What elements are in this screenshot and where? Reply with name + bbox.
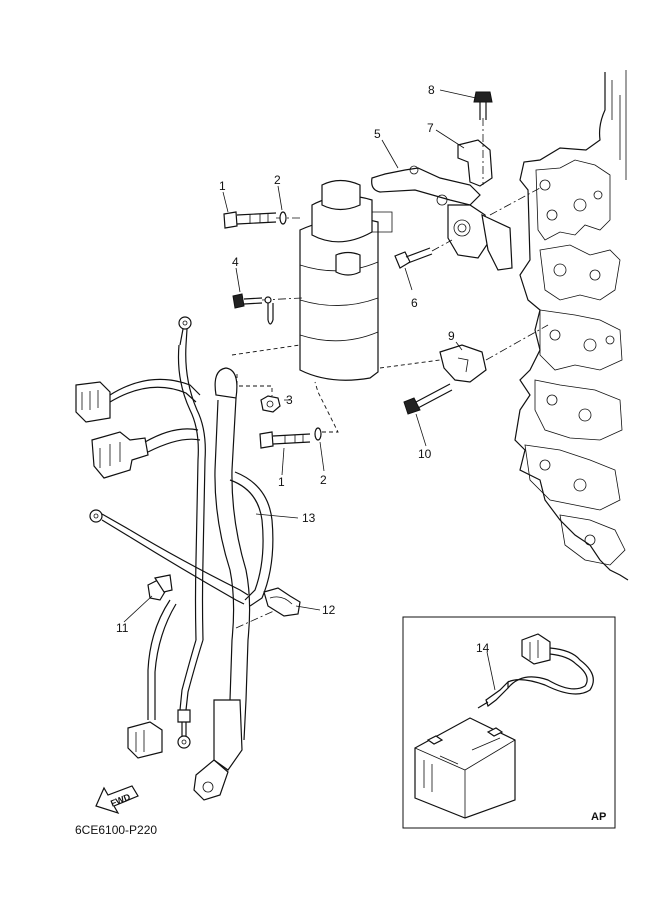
- starter-bracket: [371, 165, 541, 271]
- inset-box: [402, 616, 616, 829]
- terminal-leader: [231, 344, 301, 356]
- callout-4: 4: [232, 255, 239, 269]
- callout-leaders: [123, 89, 496, 691]
- inset-label: AP: [591, 811, 606, 823]
- callout-9: 9: [448, 329, 455, 343]
- callout-8: 8: [428, 83, 435, 97]
- diagram-code: 6CE6100-P220: [75, 823, 157, 837]
- washer-2-upper: [279, 211, 287, 225]
- clamp-11: [147, 574, 173, 601]
- callout-1-upper: 1: [219, 179, 226, 193]
- starter-motor: [299, 179, 393, 381]
- callout-7: 7: [427, 121, 434, 135]
- nut-3: [236, 374, 281, 413]
- bracket-7: [457, 118, 493, 187]
- callout-2-lower: 2: [320, 473, 327, 487]
- callout-3: 3: [286, 393, 293, 407]
- wire-harness-13: [75, 316, 277, 801]
- bolt-10: [403, 383, 453, 415]
- callout-2-upper: 2: [274, 173, 281, 187]
- bolt-1-upper: [223, 211, 302, 229]
- callout-6: 6: [411, 296, 418, 310]
- callout-5: 5: [374, 127, 381, 141]
- callout-10: 10: [418, 447, 432, 461]
- fwd-arrow-icon: [95, 785, 139, 815]
- bolt-1-lower: [259, 431, 311, 449]
- clamp-12: [263, 587, 301, 617]
- clamp-9: [379, 324, 549, 383]
- callout-13: 13: [302, 511, 316, 525]
- callout-11: 11: [116, 621, 129, 635]
- bolt-8: [473, 91, 493, 120]
- callout-numbers: 1 2 3 4 5 6 7 8 9 10 1 2 13 11 12 14 FWD…: [75, 83, 606, 837]
- washer-2-lower: [314, 381, 339, 441]
- callout-12: 12: [322, 603, 336, 617]
- bolt-6: [394, 239, 453, 269]
- callout-1-lower: 1: [278, 475, 285, 489]
- screw-4: [232, 293, 303, 325]
- callout-14: 14: [476, 641, 490, 655]
- engine-block: [514, 70, 629, 581]
